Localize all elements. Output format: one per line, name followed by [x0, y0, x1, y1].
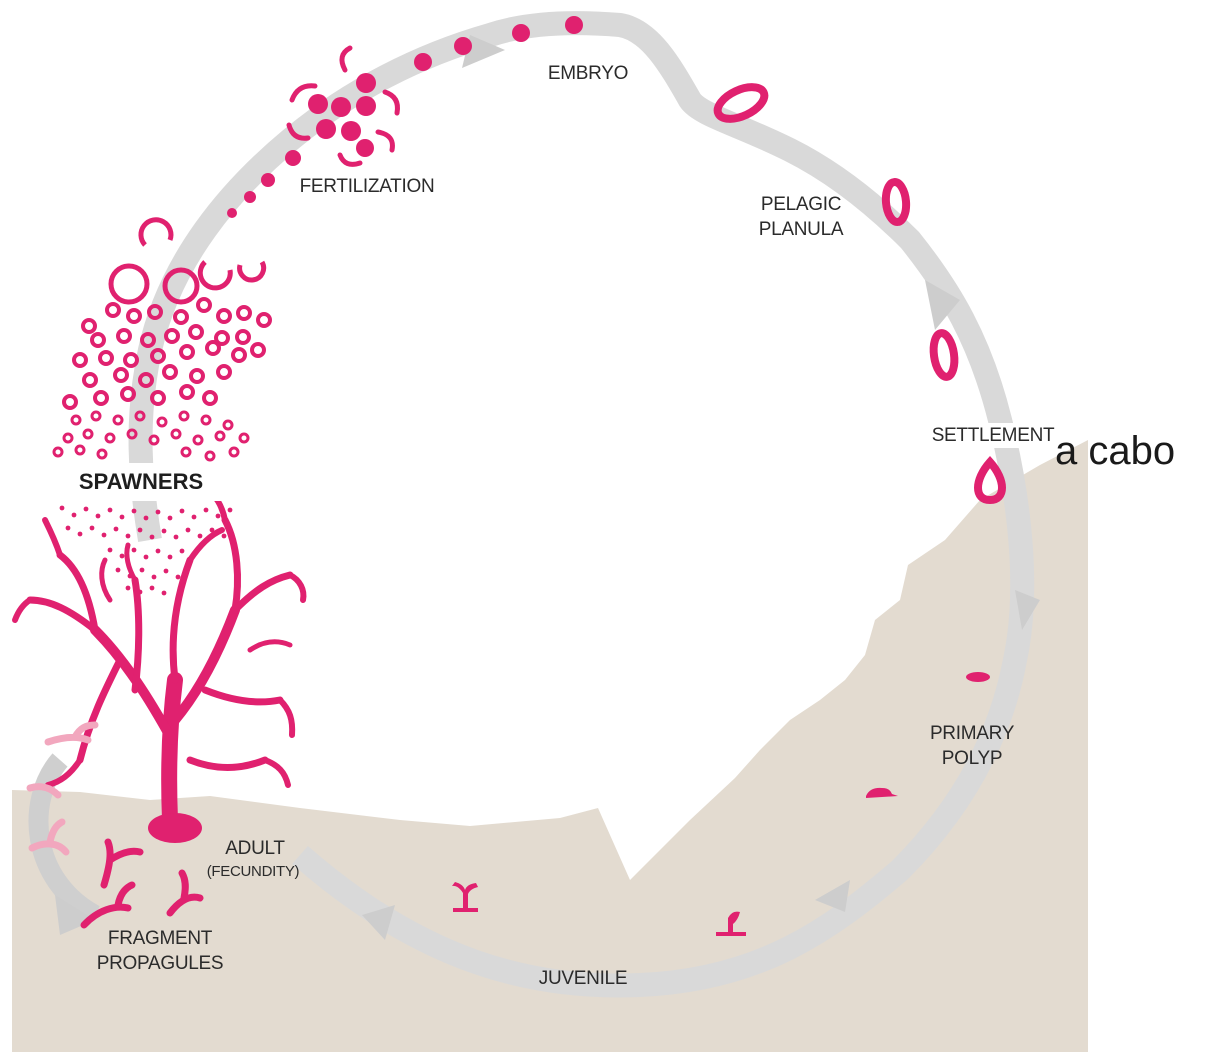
fertilization-label: FERTILIZATION — [287, 174, 447, 199]
adult-coral-base — [148, 813, 202, 843]
gamete-dot — [285, 150, 301, 166]
gamete-dot — [227, 208, 237, 218]
adult-fecundity-label: (FECUNDITY) — [193, 862, 313, 881]
primary-polyp-stage-1 — [966, 672, 990, 682]
gamete-dot — [261, 173, 275, 187]
fragment-propagules-label-line-1: FRAGMENT — [70, 926, 250, 951]
embryo-larva — [713, 81, 769, 126]
gamete-dot — [565, 16, 583, 34]
gamete-dot — [512, 24, 530, 42]
adult-label: ADULT — [205, 836, 305, 861]
pelagic-planula-label: PELAGIC PLANULA — [746, 192, 856, 242]
fragment-propagules-label-line-2: PROPAGULES — [70, 951, 250, 976]
juvenile-label: JUVENILE — [528, 966, 638, 991]
pelagic-planula-label-line-1: PELAGIC — [746, 192, 856, 217]
pelagic-planula-label-line-2: PLANULA — [746, 217, 856, 242]
fragment-propagules-label: FRAGMENT PROPAGULES — [70, 926, 250, 976]
primary-polyp-label-line-1: PRIMARY — [917, 721, 1027, 746]
sperm-dots — [60, 506, 233, 596]
settlement-label: SETTLEMENT — [924, 423, 1062, 448]
settling-planula-larva — [931, 332, 957, 378]
embryo-label: EMBRYO — [538, 61, 638, 86]
overlapping-text-fragment: a cabo — [1055, 427, 1175, 475]
gamete-dot — [454, 37, 472, 55]
egg-ring — [111, 266, 147, 302]
spawners-label: SPAWNERS — [60, 463, 222, 501]
primary-polyp-label: PRIMARY POLYP — [917, 721, 1027, 771]
gamete-dot — [414, 53, 432, 71]
primary-polyp-label-line-2: POLYP — [917, 746, 1027, 771]
gamete-dot — [244, 191, 256, 203]
